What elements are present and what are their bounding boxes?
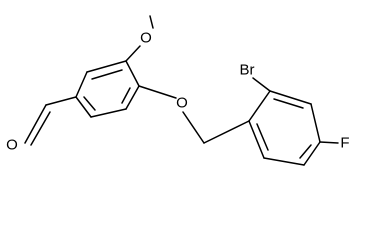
ring-b-inner-bond-1 bbox=[273, 98, 304, 109]
aldehyde-double-bond-inner bbox=[30, 111, 51, 146]
bromine-bond bbox=[252, 77, 271, 92]
methoxy-oxygen-label: O bbox=[140, 30, 152, 47]
ring-b-bond-3 bbox=[310, 103, 321, 143]
ether-linkage: O bbox=[138, 85, 250, 144]
fluorine-label: F bbox=[340, 135, 349, 152]
methoxy-group: O bbox=[125, 15, 154, 62]
chemical-structure-diagram: O O O Br F bbox=[6, 15, 350, 166]
ether-oxygen-label: O bbox=[176, 95, 188, 112]
ring-a-to-ether-oxygen bbox=[138, 85, 177, 99]
ring-a-inner-bond-3 bbox=[83, 96, 96, 111]
ring-a-bond-5 bbox=[75, 96, 92, 118]
ring-b-inner-bond-3 bbox=[256, 123, 269, 151]
ring-a-bond-2 bbox=[125, 60, 140, 87]
benzaldehyde-ring bbox=[75, 60, 140, 118]
ring-b-bond-4 bbox=[303, 141, 321, 166]
ring-a-bond-3 bbox=[125, 85, 140, 110]
ring-a-bond-1 bbox=[86, 60, 127, 73]
ring-a-bond-6 bbox=[75, 71, 88, 98]
ring-a-bond-4 bbox=[90, 108, 127, 118]
ring-b-bond-2 bbox=[269, 90, 312, 105]
bromine-substituent: Br bbox=[240, 62, 271, 92]
aldehyde-carbon-bond bbox=[45, 96, 77, 106]
bromine-label: Br bbox=[240, 62, 255, 79]
ring-b-bond-1 bbox=[248, 90, 271, 122]
aldehyde-oxygen-label: O bbox=[6, 137, 18, 154]
ring-a-inner-bond-2 bbox=[121, 87, 131, 104]
ring-b-inner-bond-2 bbox=[299, 144, 312, 159]
aldehyde-group: O bbox=[6, 96, 77, 154]
methoxy-methyl-bond bbox=[149, 15, 154, 29]
ether-oxygen-to-methylene bbox=[182, 111, 205, 144]
ring-b-bond-6 bbox=[248, 120, 265, 159]
methoxy-oxygen-bond bbox=[125, 45, 141, 62]
fluorine-substituent: F bbox=[319, 135, 350, 152]
fluorine-bond bbox=[319, 141, 339, 144]
methylene-to-ring-b bbox=[203, 120, 250, 144]
bromofluorophenyl-ring bbox=[248, 90, 321, 166]
ring-b-bond-5 bbox=[263, 157, 305, 166]
ring-a-inner-bond-1 bbox=[91, 69, 123, 80]
aldehyde-double-bond-outer bbox=[24, 104, 47, 144]
